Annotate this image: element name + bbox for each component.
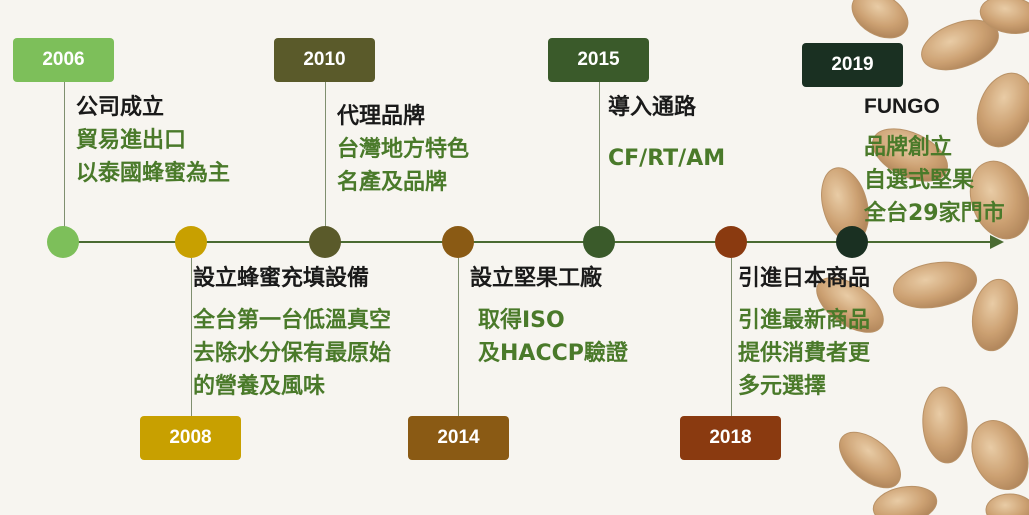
event-desc: 台灣地方特色 bbox=[337, 137, 470, 162]
event-2014: 設立堅果工廠 取得ISO 及HACCP驗證 bbox=[470, 262, 628, 370]
event-desc: 品牌創立 bbox=[864, 135, 953, 160]
stem-2010 bbox=[325, 82, 326, 227]
timeline-dot-2018 bbox=[715, 226, 747, 258]
event-2006: 公司成立 貿易進出口 以泰國蜂蜜為主 bbox=[76, 91, 230, 190]
year-label-2014: 2014 bbox=[408, 416, 509, 460]
stem-2008 bbox=[191, 258, 192, 416]
event-title: 引進日本商品 bbox=[738, 266, 871, 291]
event-title: 設立堅果工廠 bbox=[470, 266, 603, 291]
event-desc: 去除水分保有最原始 bbox=[193, 341, 392, 366]
event-desc: 全台第一台低溫真空 bbox=[193, 308, 392, 333]
timeline-dot-2008 bbox=[175, 226, 207, 258]
year-label-2015: 2015 bbox=[548, 38, 649, 82]
event-2008: 設立蜂蜜充填設備 全台第一台低溫真空 去除水分保有最原始 的營養及風味 bbox=[193, 262, 391, 403]
timeline-axis bbox=[60, 241, 1000, 243]
event-desc: 貿易進出口 bbox=[76, 128, 187, 153]
timeline-dot-2014 bbox=[442, 226, 474, 258]
event-desc: 及HACCP驗證 bbox=[478, 341, 628, 366]
year-label-2019: 2019 bbox=[802, 43, 903, 87]
year-label-2010: 2010 bbox=[274, 38, 375, 82]
year-label-2006: 2006 bbox=[13, 38, 114, 82]
stem-2006 bbox=[64, 82, 65, 227]
timeline-dot-2015 bbox=[583, 226, 615, 258]
event-desc: 的營養及風味 bbox=[193, 374, 326, 399]
event-desc: 自選式堅果 bbox=[864, 168, 975, 193]
event-desc: 提供消費者更 bbox=[738, 341, 871, 366]
timeline-dot-2010 bbox=[309, 226, 341, 258]
event-title: FUNGO bbox=[864, 95, 940, 118]
event-desc: 全台29家門市 bbox=[864, 201, 1005, 226]
year-label-2018: 2018 bbox=[680, 416, 781, 460]
event-title: 公司成立 bbox=[76, 95, 165, 120]
event-2019: FUNGO 品牌創立 自選式堅果 全台29家門市 bbox=[864, 90, 1005, 230]
event-title: 設立蜂蜜充填設備 bbox=[193, 266, 370, 291]
event-title: 導入通路 bbox=[608, 95, 697, 120]
event-desc: 名產及品牌 bbox=[337, 170, 448, 195]
event-2015: 導入通路 CF/RT/AM bbox=[608, 91, 725, 175]
event-desc: 以泰國蜂蜜為主 bbox=[76, 161, 231, 186]
timeline-dot-2006 bbox=[47, 226, 79, 258]
event-2010: 代理品牌 台灣地方特色 名產及品牌 bbox=[337, 100, 469, 199]
event-desc: 引進最新商品 bbox=[738, 308, 871, 333]
stem-2015 bbox=[599, 82, 600, 227]
year-label-2008: 2008 bbox=[140, 416, 241, 460]
event-desc: CF/RT/AM bbox=[608, 146, 726, 171]
event-desc: 多元選擇 bbox=[738, 374, 827, 399]
event-2018: 引進日本商品 引進最新商品 提供消費者更 多元選擇 bbox=[738, 262, 870, 403]
stem-2014 bbox=[458, 258, 459, 416]
stem-2018 bbox=[731, 258, 732, 416]
timeline-arrow bbox=[990, 235, 1004, 249]
event-title: 代理品牌 bbox=[337, 104, 426, 129]
timeline-dot-2019 bbox=[836, 226, 868, 258]
event-desc: 取得ISO bbox=[478, 308, 565, 333]
